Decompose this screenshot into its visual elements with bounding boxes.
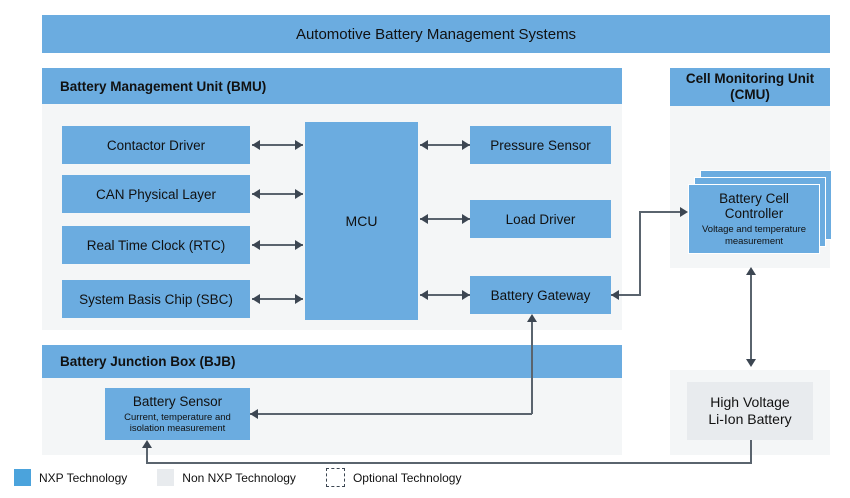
- arrowhead-up-icon: [746, 267, 756, 275]
- block-sublabel-line2: measurement: [724, 235, 784, 247]
- arrowhead-left-icon: [252, 240, 260, 250]
- cmu-panel-header: Cell Monitoring Unit (CMU): [670, 68, 830, 106]
- block-real-time-clock[interactable]: Real Time Clock (RTC): [62, 226, 250, 264]
- block-load-driver[interactable]: Load Driver: [470, 200, 611, 238]
- solid-grey-swatch-icon: [157, 469, 175, 486]
- block-sublabel-line1: Current, temperature and: [124, 411, 231, 423]
- block-battery-cell-controller[interactable]: Battery Cell Controller Voltage and temp…: [688, 184, 820, 254]
- connector-sbc-mcu: [252, 298, 303, 300]
- connector-gateway-cmu-v: [639, 212, 641, 296]
- connector-gateway-cmu-h-lower: [611, 294, 641, 296]
- connector-hv-sensor-v-right: [750, 440, 752, 463]
- legend-label: Non NXP Technology: [182, 470, 296, 485]
- arrowhead-left-icon: [420, 140, 428, 150]
- arrowhead-left-icon: [611, 290, 619, 300]
- block-label: Battery Sensor: [132, 393, 223, 409]
- connector-rtc-mcu: [252, 244, 303, 246]
- arrowhead-left-icon: [420, 290, 428, 300]
- block-pressure-sensor[interactable]: Pressure Sensor: [470, 126, 611, 164]
- block-label-line1: Battery Cell: [719, 191, 789, 207]
- arrowhead-left-icon: [250, 409, 258, 419]
- connector-mcu-load-driver: [420, 218, 470, 220]
- block-label-line1: High Voltage: [710, 393, 790, 410]
- block-label: CAN Physical Layer: [95, 186, 217, 202]
- block-sublabel-line2: isolation measurement: [129, 423, 226, 434]
- arrowhead-left-icon: [252, 189, 260, 199]
- connector-sensor-gateway-v: [531, 320, 533, 414]
- legend-item-optional-technology: Optional Technology: [325, 468, 462, 487]
- arrowhead-left-icon: [420, 214, 428, 224]
- bjb-panel-header: Battery Junction Box (BJB): [42, 345, 622, 378]
- arrowhead-right-icon: [462, 214, 470, 224]
- connector-sensor-gateway-h: [250, 413, 532, 415]
- connector-cmu-hv-battery: [750, 273, 752, 362]
- block-label: System Basis Chip (SBC): [79, 291, 233, 307]
- block-label: Real Time Clock (RTC): [86, 237, 226, 253]
- block-contactor-driver[interactable]: Contactor Driver: [62, 126, 250, 164]
- bmu-panel-header: Battery Management Unit (BMU): [42, 68, 622, 104]
- dashed-outline-swatch-icon: [325, 468, 345, 487]
- block-battery-sensor[interactable]: Battery Sensor Current, temperature and …: [105, 388, 250, 440]
- block-high-voltage-battery[interactable]: High Voltage Li-Ion Battery: [687, 382, 813, 440]
- block-label: Pressure Sensor: [490, 137, 591, 153]
- arrowhead-right-icon: [462, 140, 470, 150]
- arrowhead-right-icon: [295, 189, 303, 199]
- arrowhead-right-icon: [680, 207, 688, 217]
- arrowhead-left-icon: [252, 294, 260, 304]
- block-mcu[interactable]: MCU: [305, 122, 418, 320]
- connector-mcu-battery-gateway: [420, 294, 470, 296]
- arrowhead-down-icon: [746, 359, 756, 367]
- arrowhead-right-icon: [295, 140, 303, 150]
- legend-label: Optional Technology: [352, 470, 462, 485]
- connector-hv-sensor-h: [146, 462, 752, 464]
- connector-can-mcu: [252, 193, 303, 195]
- arrowhead-right-icon: [295, 294, 303, 304]
- connector-hv-sensor-v-left: [146, 448, 148, 463]
- arrowhead-right-icon: [295, 240, 303, 250]
- connector-gateway-cmu-h-upper: [639, 211, 683, 213]
- connector-mcu-pressure-sensor: [420, 144, 470, 146]
- legend-item-nxp-technology: NXP Technology: [14, 469, 127, 486]
- diagram-title-bar: Automotive Battery Management Systems: [42, 15, 830, 53]
- connector-contactor-mcu: [252, 144, 303, 146]
- arrowhead-right-icon: [462, 290, 470, 300]
- block-sublabel-line1: Voltage and temperature: [701, 224, 807, 236]
- cmu-header-line1: Cell Monitoring Unit: [685, 71, 815, 87]
- block-system-basis-chip[interactable]: System Basis Chip (SBC): [62, 280, 250, 318]
- block-label: Contactor Driver: [106, 137, 206, 153]
- block-can-physical-layer[interactable]: CAN Physical Layer: [62, 175, 250, 213]
- block-battery-gateway[interactable]: Battery Gateway: [470, 276, 611, 314]
- block-label-line2: Li-Ion Battery: [708, 411, 792, 427]
- solid-blue-swatch-icon: [14, 469, 31, 486]
- arrowhead-up-icon: [527, 314, 537, 322]
- block-label: MCU: [345, 213, 378, 229]
- arrowhead-left-icon: [252, 140, 260, 150]
- arrowhead-up-icon: [142, 440, 152, 448]
- block-label: Battery Gateway: [490, 287, 591, 303]
- legend: NXP Technology Non NXP Technology Option…: [14, 468, 491, 487]
- cmu-header-line2: (CMU): [730, 87, 770, 102]
- block-label: Load Driver: [505, 211, 576, 227]
- block-label-line2: Controller: [724, 206, 784, 222]
- legend-label: NXP Technology: [39, 470, 128, 485]
- legend-item-non-nxp-technology: Non NXP Technology: [157, 469, 296, 486]
